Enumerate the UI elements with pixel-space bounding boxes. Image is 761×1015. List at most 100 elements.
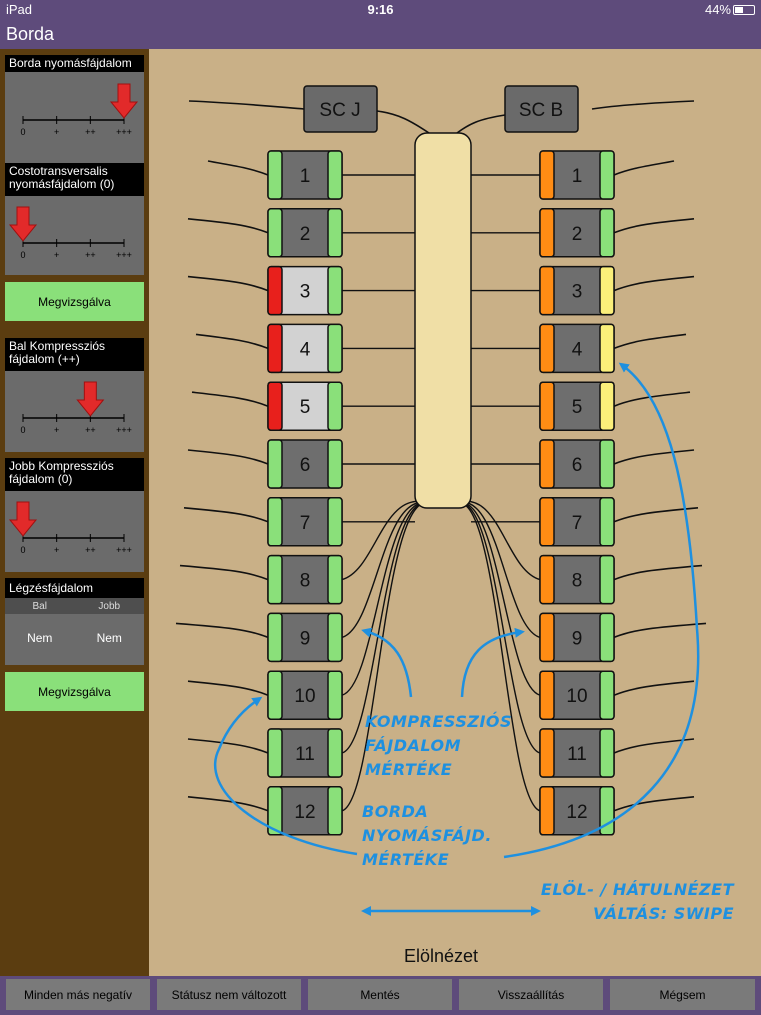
- pain-level-arrow-icon[interactable]: [8, 206, 38, 242]
- rib-left-7[interactable]: 7: [267, 497, 343, 547]
- clavicle-right: [591, 100, 695, 110]
- rib-left-10[interactable]: 10: [267, 670, 343, 720]
- compression-indicator: [539, 439, 555, 489]
- compression-indicator: [539, 612, 555, 663]
- rib-left-6[interactable]: 6: [267, 439, 343, 489]
- rib-right-1[interactable]: 1: [539, 150, 615, 200]
- rib-left-2[interactable]: 2: [267, 208, 343, 258]
- pressure-indicator: [327, 439, 343, 489]
- compression-indicator: [267, 728, 283, 778]
- right-compression-pain-panel[interactable]: Jobb Kompressziós fájdalom (0) 0++++++: [5, 458, 144, 572]
- compression-indicator: [267, 554, 283, 605]
- rib-left-12[interactable]: 12: [267, 786, 343, 836]
- left-breathing-toggle[interactable]: Nem: [27, 631, 53, 645]
- restore-button[interactable]: Visszaállítás: [459, 979, 603, 1010]
- clavicle-left: [188, 100, 305, 110]
- pain-scale[interactable]: 0++++++: [5, 80, 144, 140]
- rib-line-left: [207, 160, 269, 176]
- all-negative-button[interactable]: Minden más negatív: [6, 979, 150, 1010]
- breathing-pain-values: Nem Nem: [5, 614, 144, 662]
- save-button[interactable]: Mentés: [308, 979, 452, 1010]
- pain-level-arrow-icon[interactable]: [76, 381, 105, 417]
- compression-indicator: [267, 323, 283, 374]
- rib-left-9[interactable]: 9: [267, 612, 343, 663]
- rib-line-right: [613, 449, 695, 465]
- annotation-swipe-line: ELÖL- / HÁTULNÉZET: [541, 880, 735, 899]
- rib-line-left: [187, 449, 269, 465]
- compression-indicator: [539, 381, 555, 431]
- rib-line-left: [187, 796, 269, 812]
- compression-indicator: [267, 150, 283, 200]
- right-breathing-toggle[interactable]: Nem: [96, 631, 122, 645]
- cancel-button[interactable]: Mégsem: [610, 979, 755, 1010]
- rib-left-3[interactable]: 3: [267, 265, 343, 316]
- sc-joint-right[interactable]: SC B: [504, 85, 579, 133]
- rib-number: 10: [294, 686, 315, 707]
- scale-tick-label: ++: [85, 250, 96, 260]
- rib-right-2[interactable]: 2: [539, 208, 615, 258]
- status-unchanged-button[interactable]: Státusz nem változott: [157, 979, 301, 1010]
- rib-line-right: [613, 333, 687, 350]
- rib-line-left: [195, 333, 269, 350]
- rib-right-11[interactable]: 11: [539, 728, 615, 778]
- pain-scale[interactable]: 0++++++: [5, 203, 144, 263]
- compression-indicator: [539, 265, 555, 316]
- pressure-indicator: [599, 612, 615, 663]
- rib-pressure-pain-panel[interactable]: Borda nyomásfájdalom 0++++++: [5, 55, 144, 164]
- costotransversal-pain-panel[interactable]: Costotransversalis nyomásfájdalom (0) 0+…: [5, 163, 144, 275]
- pressure-indicator: [327, 728, 343, 778]
- compression-indicator: [267, 612, 283, 663]
- view-label: Elölnézet: [404, 946, 478, 966]
- annotation-pressure-line: MÉRTÉKE: [362, 850, 449, 869]
- scale-tick-label: ++: [85, 545, 96, 555]
- rib-line-right: [613, 796, 695, 812]
- rib-left-5[interactable]: 5: [267, 381, 343, 431]
- left-compression-pain-panel[interactable]: Bal Kompressziós fájdalom (++) 0++++++: [5, 338, 144, 452]
- rib-left-1[interactable]: 1: [267, 150, 343, 200]
- compression-indicator: [539, 554, 555, 605]
- pain-scale-graphic[interactable]: 0++++++: [5, 378, 144, 438]
- pain-level-arrow-icon[interactable]: [109, 83, 139, 119]
- pain-level-arrow-icon[interactable]: [8, 501, 38, 537]
- pain-scale[interactable]: 0++++++: [5, 498, 144, 558]
- rib-left-11[interactable]: 11: [267, 728, 343, 778]
- rib-right-8[interactable]: 8: [539, 554, 615, 605]
- rib-number: 9: [300, 628, 311, 649]
- rib-number: 8: [572, 571, 583, 592]
- rib-left-8[interactable]: 8: [267, 554, 343, 605]
- sc-joint-left[interactable]: SC J: [303, 85, 378, 133]
- rib-right-3[interactable]: 3: [539, 265, 615, 316]
- examined-button[interactable]: Megvizsgálva: [5, 672, 144, 711]
- rib-right-9[interactable]: 9: [539, 612, 615, 663]
- compression-indicator: [539, 728, 555, 778]
- pressure-indicator: [327, 208, 343, 258]
- pressure-indicator: [327, 497, 343, 547]
- page-title: Borda: [0, 20, 761, 49]
- rib-right-7[interactable]: 7: [539, 497, 615, 547]
- rib-right-12[interactable]: 12: [539, 786, 615, 836]
- compression-indicator: [539, 786, 555, 836]
- pain-scale[interactable]: 0++++++: [5, 378, 144, 438]
- rib-number: 6: [572, 455, 583, 476]
- rib-left-4[interactable]: 4: [267, 323, 343, 374]
- panel-title: Bal Kompressziós fájdalom (++): [5, 338, 144, 371]
- panel-title: Légzésfájdalom: [5, 578, 144, 598]
- pain-scale-graphic[interactable]: 0++++++: [5, 203, 144, 263]
- rib-right-10[interactable]: 10: [539, 670, 615, 720]
- rib-right-5[interactable]: 5: [539, 381, 615, 431]
- pressure-indicator: [327, 612, 343, 663]
- pressure-indicator: [599, 670, 615, 720]
- breathing-pain-panel: Légzésfájdalom Bal Jobb Nem Nem: [5, 578, 144, 665]
- pain-scale-graphic[interactable]: 0++++++: [5, 80, 144, 140]
- clock: 9:16: [367, 2, 394, 17]
- compression-indicator: [539, 323, 555, 374]
- rib-number: 10: [566, 686, 587, 707]
- annotation-arrow: [213, 696, 358, 856]
- rib-number: 1: [300, 166, 311, 187]
- rib-right-4[interactable]: 4: [539, 323, 615, 374]
- examined-button[interactable]: Megvizsgálva: [5, 282, 144, 321]
- pain-scale-graphic[interactable]: 0++++++: [5, 498, 144, 558]
- rib-right-6[interactable]: 6: [539, 439, 615, 489]
